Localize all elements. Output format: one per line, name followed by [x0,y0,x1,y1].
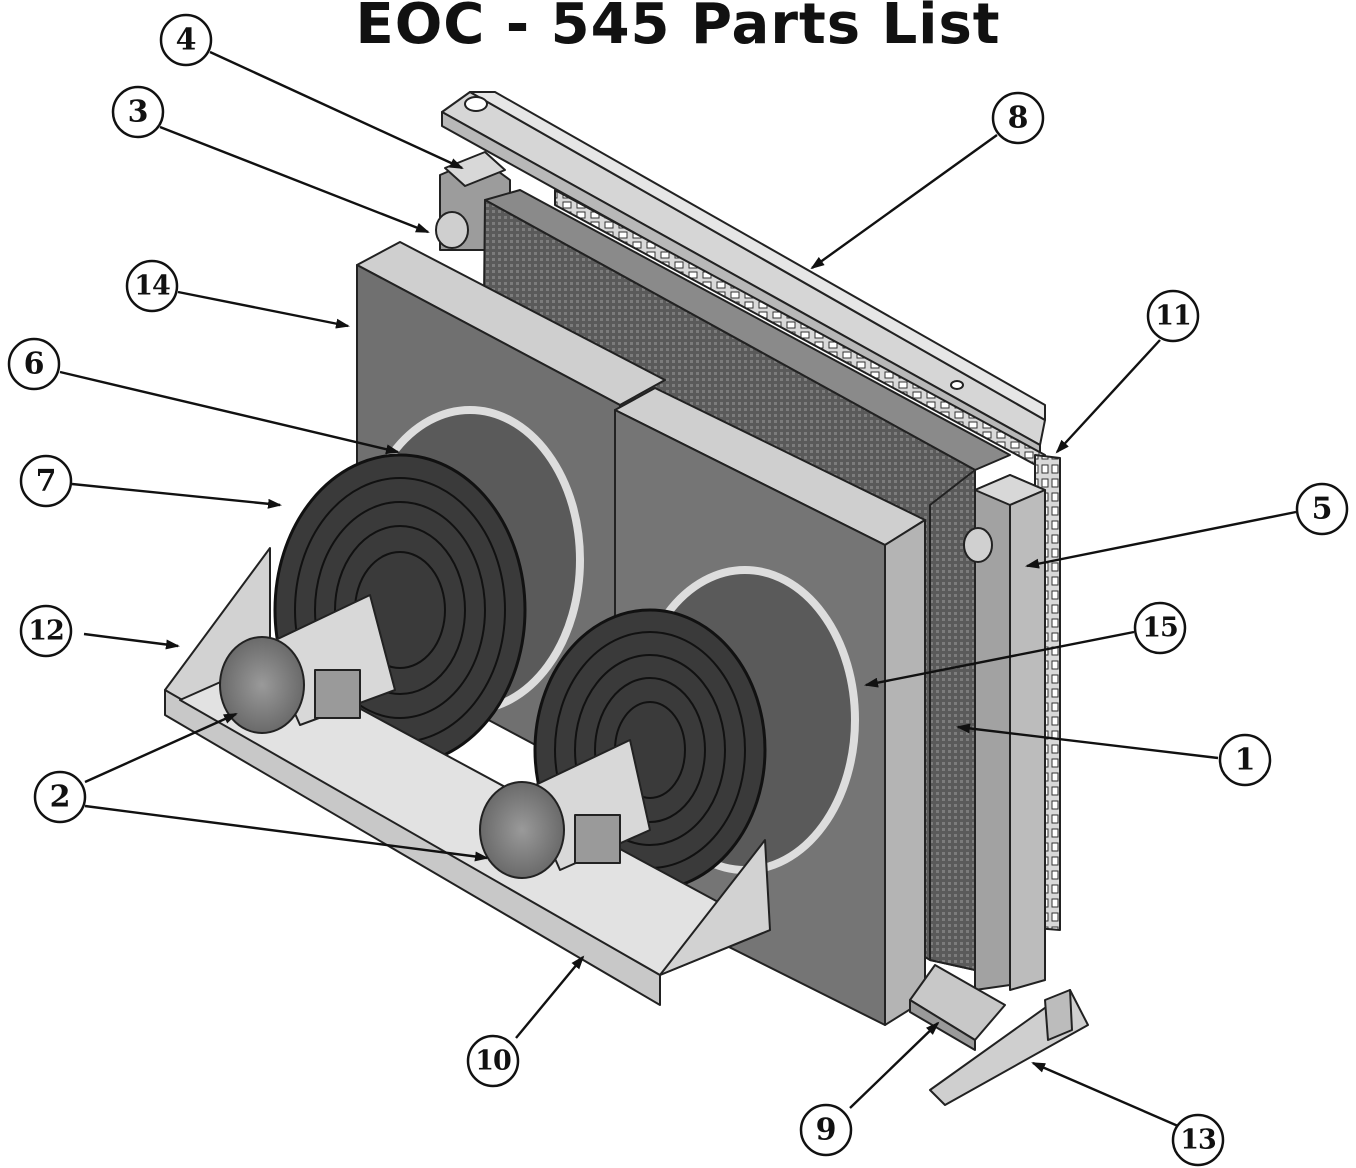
callout-2: 2 [33,770,87,824]
callout-4: 4 [159,13,213,67]
callout-14: 14 [125,259,179,313]
callout-10: 10 [466,1034,520,1088]
leader-2b [84,804,489,862]
svg-text:4: 4 [176,23,197,58]
svg-text:13: 13 [1180,1125,1216,1156]
leader-8 [810,134,998,270]
motor-left [219,594,396,734]
right-manifold [963,474,1046,991]
svg-text:7: 7 [36,464,57,499]
svg-text:14: 14 [134,271,170,302]
callout-8: 8 [991,91,1045,145]
heat-exchanger-illustration [164,91,1089,1106]
svg-text:12: 12 [28,616,64,647]
page-title: EOC - 545 Parts List [355,0,1001,57]
svg-text:6: 6 [24,347,45,382]
callout-11: 11 [1146,289,1200,343]
leader-7 [71,482,282,509]
leader-15 [864,630,1135,688]
leader-5 [1025,510,1297,569]
leader-13 [1031,1061,1179,1128]
leader-6 [59,370,400,455]
svg-text:15: 15 [1142,613,1178,644]
leader-10 [515,955,585,1039]
svg-text:11: 11 [1155,301,1191,332]
callout-5: 5 [1295,482,1349,536]
callout-15: 15 [1133,601,1187,655]
leader-11 [1055,339,1161,454]
callouts: 4 3 8 14 11 6 7 5 15 12 1 2 10 9 13 [7,13,1349,1167]
leader-2a [84,712,238,784]
leader-3 [159,125,430,234]
leader-1 [956,723,1219,760]
leader-4 [209,50,464,170]
callout-1: 1 [1218,733,1272,787]
leader-12 [83,632,180,650]
mounting-leg [929,989,1089,1106]
callout-7: 7 [19,454,73,508]
leader-9 [849,1021,940,1109]
callout-6: 6 [7,337,61,391]
callout-9: 9 [799,1103,853,1157]
callout-3: 3 [111,85,165,139]
svg-text:5: 5 [1312,492,1333,527]
leader-lines [59,50,1297,1128]
callout-12: 12 [19,604,73,658]
svg-text:1: 1 [1235,743,1256,778]
callout-13: 13 [1171,1113,1225,1167]
leader-14 [177,290,350,329]
svg-text:2: 2 [50,780,71,815]
svg-text:3: 3 [128,95,149,130]
motor-right [479,739,651,879]
bottom-foot [909,964,1006,1051]
svg-text:8: 8 [1008,101,1029,136]
svg-text:9: 9 [816,1113,837,1148]
svg-text:10: 10 [475,1046,511,1077]
